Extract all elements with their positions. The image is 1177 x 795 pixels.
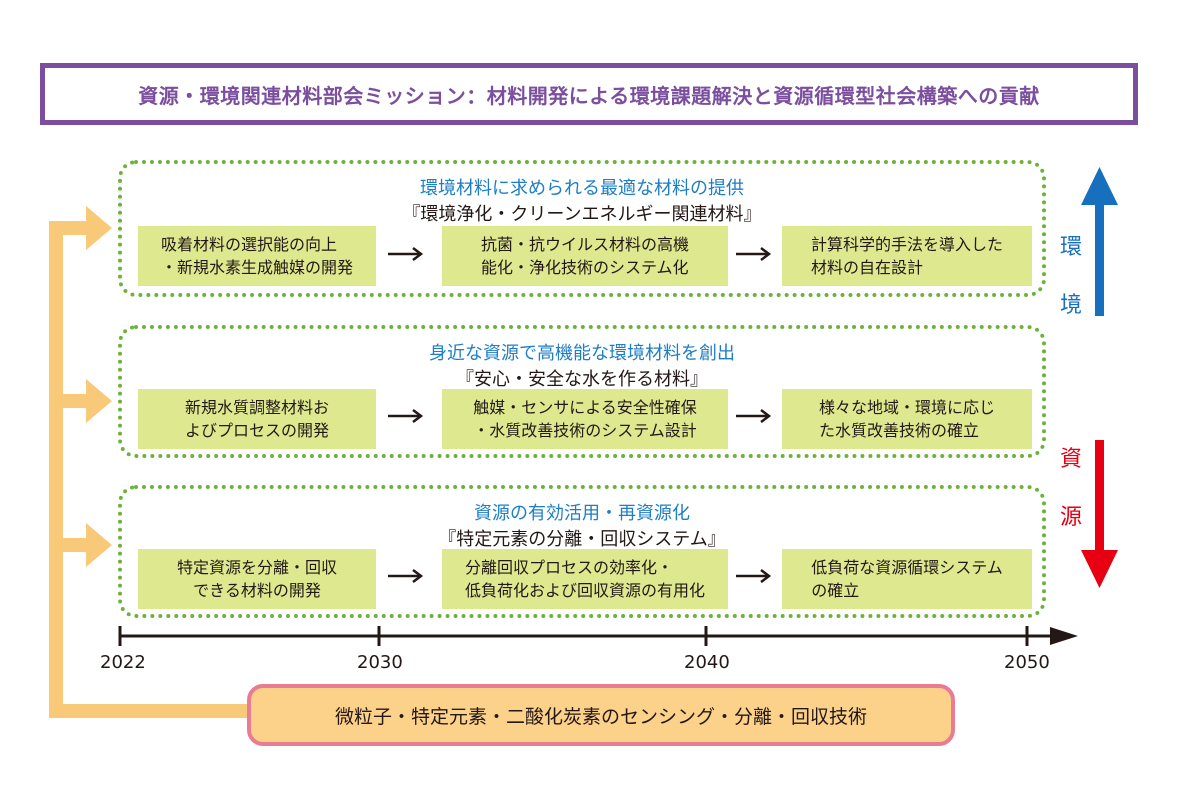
- group-water-materials: 身近な資源で高機能な環境材料を創出 『安心・安全な水を作る材料』 新規水質調整材…: [118, 325, 1046, 458]
- group-title: 資源の有効活用・再資源化: [474, 503, 690, 524]
- group-subtitle: 『安心・安全な水を作る材料』: [456, 369, 708, 390]
- group-resource-recycling: 資源の有効活用・再資源化 『特定元素の分離・回収システム』 特定資源を分離・回収…: [118, 485, 1046, 618]
- mission-banner: 資源・環境関連材料部会ミッション：材料開発による環境課題解決と資源循環型社会構築…: [40, 63, 1138, 125]
- step-box: 特定資源を分離・回収 できる材料の開発: [138, 549, 376, 609]
- step-box: 分離回収プロセスの効率化・ 低負荷化および回収資源の有用化: [442, 549, 728, 609]
- timeline-year: 2040: [684, 652, 730, 673]
- group-subtitle: 『環境浄化・クリーンエネルギー関連材料』: [402, 204, 762, 225]
- step-box: 触媒・センサによる安全性確保 ・水質改善技術のシステム設計: [442, 389, 728, 449]
- group-subtitle: 『特定元素の分離・回収システム』: [438, 529, 726, 550]
- side-label-char: 源: [1059, 505, 1082, 530]
- group-environment-materials: 環境材料に求められる最適な材料の提供 『環境浄化・クリーンエネルギー関連材料』 …: [118, 160, 1046, 297]
- step-box: 低負荷な資源循環システム の確立: [782, 549, 1032, 609]
- side-label-char: 資: [1059, 447, 1082, 472]
- step-box: 吸着材料の選択能の向上 ・新規水素生成触媒の開発: [138, 226, 376, 286]
- mission-text: 資源・環境関連材料部会ミッション：材料開発による環境課題解決と資源循環型社会構築…: [138, 83, 1040, 108]
- step-box: 様々な地域・環境に応じ た水質改善技術の確立: [782, 389, 1032, 449]
- timeline-year: 2050: [1004, 652, 1050, 673]
- side-label-resource: 資 源: [1058, 440, 1084, 538]
- side-label-char: 境: [1059, 293, 1082, 318]
- arrow-down-icon: [1081, 440, 1118, 588]
- side-label-environment: 環 境: [1058, 228, 1084, 326]
- foundation-technology-text: 微粒子・特定元素・二酸化炭素のセンシング・分離・回収技術: [334, 705, 867, 728]
- timeline-year: 2022: [100, 652, 146, 673]
- group-title: 身近な資源で高機能な環境材料を創出: [429, 343, 735, 364]
- arrow-up-icon: [1081, 167, 1118, 316]
- side-label-char: 環: [1059, 235, 1082, 260]
- step-box: 計算科学的手法を導入した 材料の自在設計: [782, 226, 1032, 286]
- group-title: 環境材料に求められる最適な材料の提供: [420, 178, 744, 199]
- timeline-year: 2030: [357, 652, 403, 673]
- step-box: 新規水質調整材料お よびプロセスの開発: [138, 389, 376, 449]
- foundation-technology-box: 微粒子・特定元素・二酸化炭素のセンシング・分離・回収技術: [247, 684, 955, 746]
- step-box: 抗菌・抗ウイルス材料の高機 能化・浄化技術のシステム化: [442, 226, 728, 286]
